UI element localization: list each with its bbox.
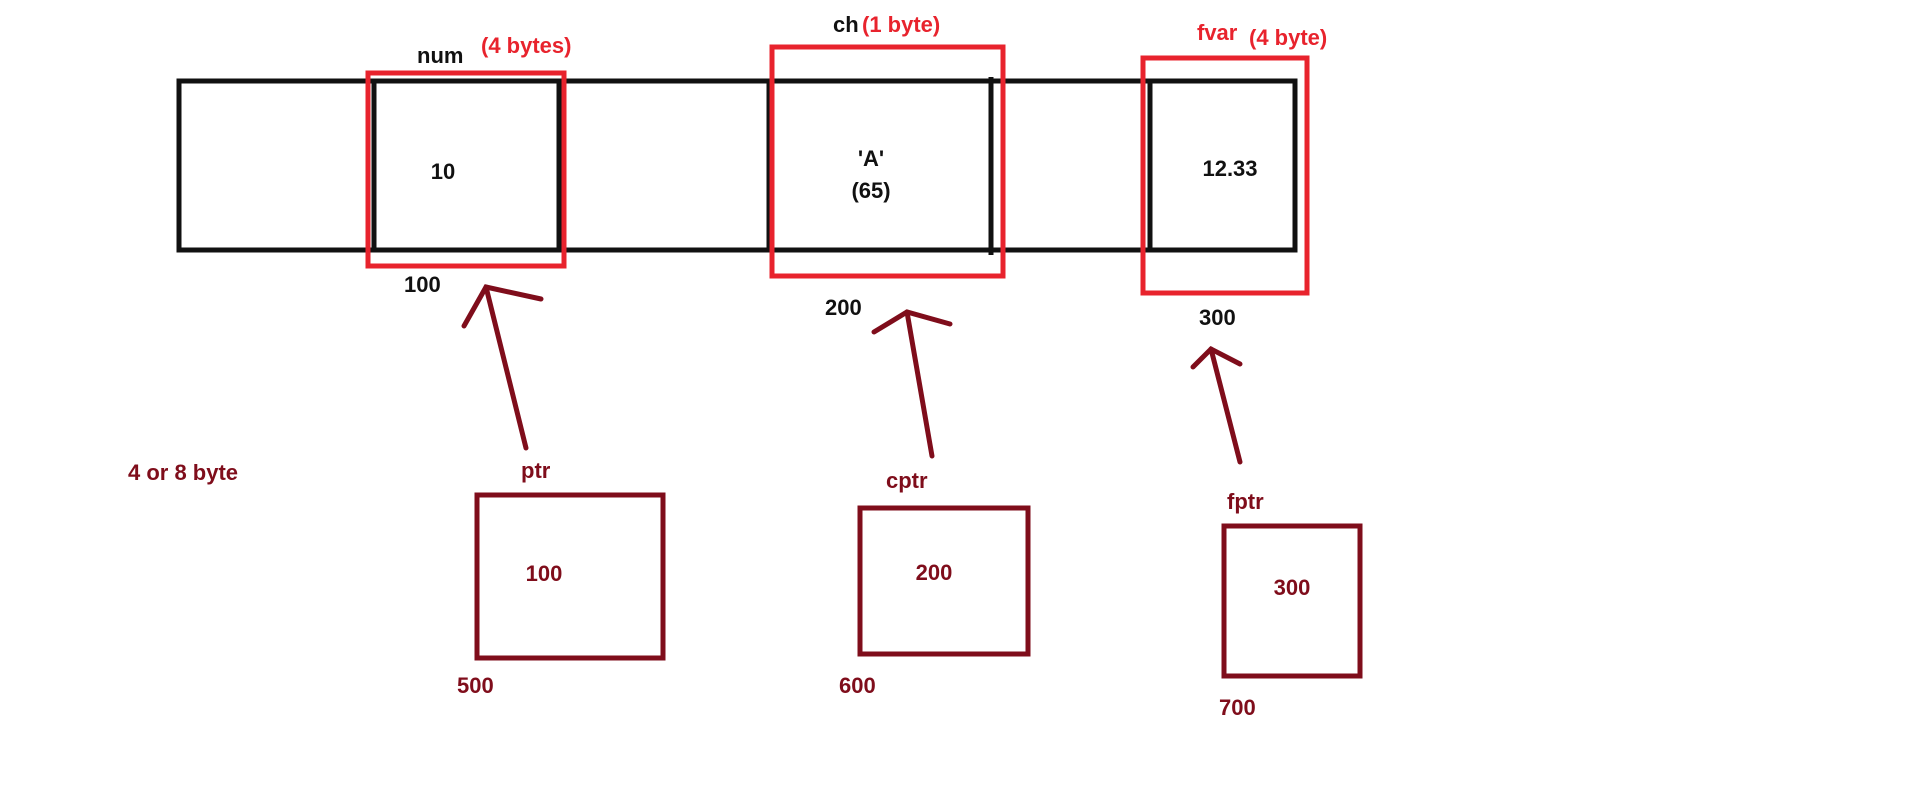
fvar-address: 300 <box>1199 305 1236 330</box>
fvar-value: 12.33 <box>1202 156 1258 181</box>
ptr-name-label: ptr <box>521 458 551 483</box>
fptr-name-label: fptr <box>1227 489 1264 514</box>
ch-name-label: ch <box>833 12 859 37</box>
ch-size-label: (1 byte) <box>862 12 941 37</box>
ch-variable-box <box>769 44 1006 279</box>
num-name-label: num <box>417 43 464 68</box>
cptr-value: 200 <box>915 560 953 585</box>
cptr-arrow <box>871 309 953 459</box>
cptr-name-label: cptr <box>886 468 928 493</box>
cptr-box <box>857 505 1031 657</box>
ch-value-char: 'A' <box>857 146 885 171</box>
ch-address: 200 <box>825 295 862 320</box>
ptr-box <box>474 492 666 661</box>
ch-value-code: (65) <box>851 178 891 203</box>
num-value: 10 <box>430 159 456 184</box>
ptr-arrow <box>461 284 544 451</box>
fptr-arrow <box>1190 345 1243 465</box>
ptr-value: 100 <box>525 561 563 586</box>
num-address: 100 <box>404 272 441 297</box>
ptr-address: 500 <box>457 673 494 698</box>
fptr-box <box>1221 523 1363 679</box>
pointer-size-note: 4 or 8 byte <box>128 460 239 485</box>
num-size-label: (4 bytes) <box>481 33 572 58</box>
fptr-address: 700 <box>1219 695 1256 720</box>
memory-strip <box>176 78 1298 253</box>
fptr-value: 300 <box>1273 575 1311 600</box>
fvar-variable-box <box>1140 55 1310 296</box>
fvar-name-label: fvar <box>1197 20 1238 45</box>
fvar-size-label: (4 byte) <box>1249 25 1328 50</box>
cptr-address: 600 <box>839 673 876 698</box>
num-variable-box <box>365 70 567 269</box>
